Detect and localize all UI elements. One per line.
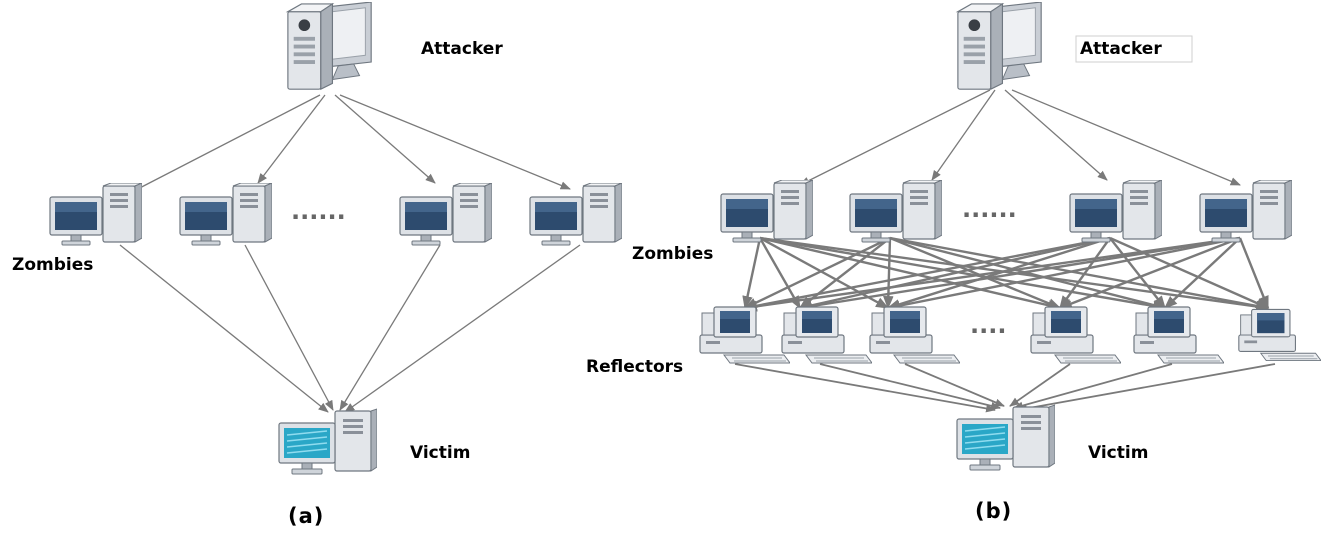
edge-zombie-2-to-reflector-2 [798, 237, 891, 309]
victim-label: Victim [1088, 443, 1148, 463]
reflectors-label: Reflectors [586, 357, 683, 377]
edge-zombie-2-to-reflector-6 [889, 236, 1270, 312]
edge-zombie-1-to-reflector-1 [742, 237, 762, 310]
reflector-to-victim-edges [734, 363, 1276, 413]
attacker-label-box [1075, 35, 1193, 63]
edge-reflector-3-to-victim [904, 363, 1005, 407]
attacker-label: Attacker [1080, 39, 1162, 59]
edge-attacker-to-zombie-2 [931, 89, 996, 181]
attacker-computer-icon [957, 2, 1042, 90]
edge-zombie-1-to-victim [119, 244, 329, 413]
edge-zombie-3-to-reflector-1 [743, 236, 1111, 311]
edge-zombie-3-to-reflector-5 [1109, 237, 1166, 310]
edge-zombie-4-to-reflector-4 [1058, 236, 1241, 310]
edge-zombie-1-to-reflector-5 [759, 236, 1167, 312]
panel-b: Attacker ...... Zombies .... Reflectors … [586, 2, 1321, 523]
edge-zombie-3-to-reflector-2 [798, 236, 1111, 311]
panel-b-attacker-edges [799, 89, 1241, 186]
panel-a-edges [119, 94, 581, 413]
edge-zombie-4-to-reflector-3 [886, 236, 1241, 311]
edge-zombie-3-to-victim [339, 244, 441, 411]
zombies-label: Zombies [12, 255, 93, 275]
edge-reflector-1-to-victim [734, 363, 996, 413]
reflector-computer-icon [869, 306, 960, 364]
edge-attacker-to-zombie-3 [334, 94, 436, 184]
victim-computer-icon [956, 404, 1055, 471]
zombie-computer-icon [1069, 180, 1162, 243]
edge-zombie-2-to-reflector-3 [883, 237, 894, 310]
zombie-computer-icon [49, 183, 142, 246]
reflector-computer-icon [1238, 308, 1321, 362]
edge-attacker-to-zombie-4 [1011, 89, 1241, 186]
zombie-computer-icon [529, 183, 622, 246]
victim-computer-icon [278, 408, 377, 475]
zombies-ellipsis: ...... [291, 197, 346, 225]
zombie-computer-icon [399, 183, 492, 246]
victim-label: Victim [410, 443, 470, 463]
zombie-computer-icon [849, 180, 942, 243]
attacker-computer-icon [287, 2, 372, 90]
edge-reflector-2-to-victim [819, 363, 1001, 410]
attacker-label: Attacker [421, 39, 503, 59]
edge-zombie-4-to-victim [344, 244, 581, 413]
edge-zombie-4-to-reflector-5 [1164, 237, 1241, 309]
panel-b-caption: (b) [975, 499, 1012, 523]
edge-zombie-1-to-reflector-2 [758, 237, 802, 310]
edge-attacker-to-zombie-4 [339, 94, 571, 190]
edge-zombie-4-to-reflector-2 [798, 236, 1241, 312]
edge-reflector-4-to-victim [1009, 363, 1071, 407]
zombies-ellipsis: ...... [962, 195, 1017, 223]
reflector-computer-icon [699, 306, 790, 364]
panel-a-caption: (a) [288, 504, 324, 528]
edge-zombie-1-to-reflector-4 [759, 236, 1062, 311]
edge-reflector-6-to-victim [1017, 363, 1276, 413]
edge-attacker-to-zombie-2 [257, 94, 326, 184]
edge-attacker-to-zombie-1 [129, 94, 321, 194]
reflector-computer-icon [1030, 306, 1121, 364]
edge-zombie-2-to-reflector-1 [743, 236, 891, 310]
edge-attacker-to-zombie-1 [799, 89, 991, 186]
zombie-computer-icon [720, 180, 813, 243]
reflector-computer-icon [1133, 306, 1224, 364]
panel-a: Attacker ...... Zombies Victim (a) [12, 2, 622, 528]
zombie-computer-icon [1199, 180, 1292, 243]
reflectors-ellipsis: .... [970, 311, 1006, 339]
edge-zombie-4-to-reflector-1 [743, 236, 1241, 312]
zombies-label: Zombies [632, 244, 713, 264]
reflector-computer-icon [781, 306, 872, 364]
edge-zombie-3-to-reflector-4 [1059, 237, 1111, 310]
edge-zombie-2-to-victim [244, 244, 334, 411]
zombie-computer-icon [179, 183, 272, 246]
zombie-to-reflector-mesh [742, 236, 1270, 312]
edge-reflector-5-to-victim [1013, 363, 1173, 410]
edge-attacker-to-zombie-3 [1004, 89, 1108, 181]
edge-zombie-3-to-reflector-6 [1109, 236, 1270, 310]
edge-zombie-2-to-reflector-4 [889, 236, 1062, 310]
edge-zombie-4-to-reflector-6 [1238, 237, 1270, 310]
